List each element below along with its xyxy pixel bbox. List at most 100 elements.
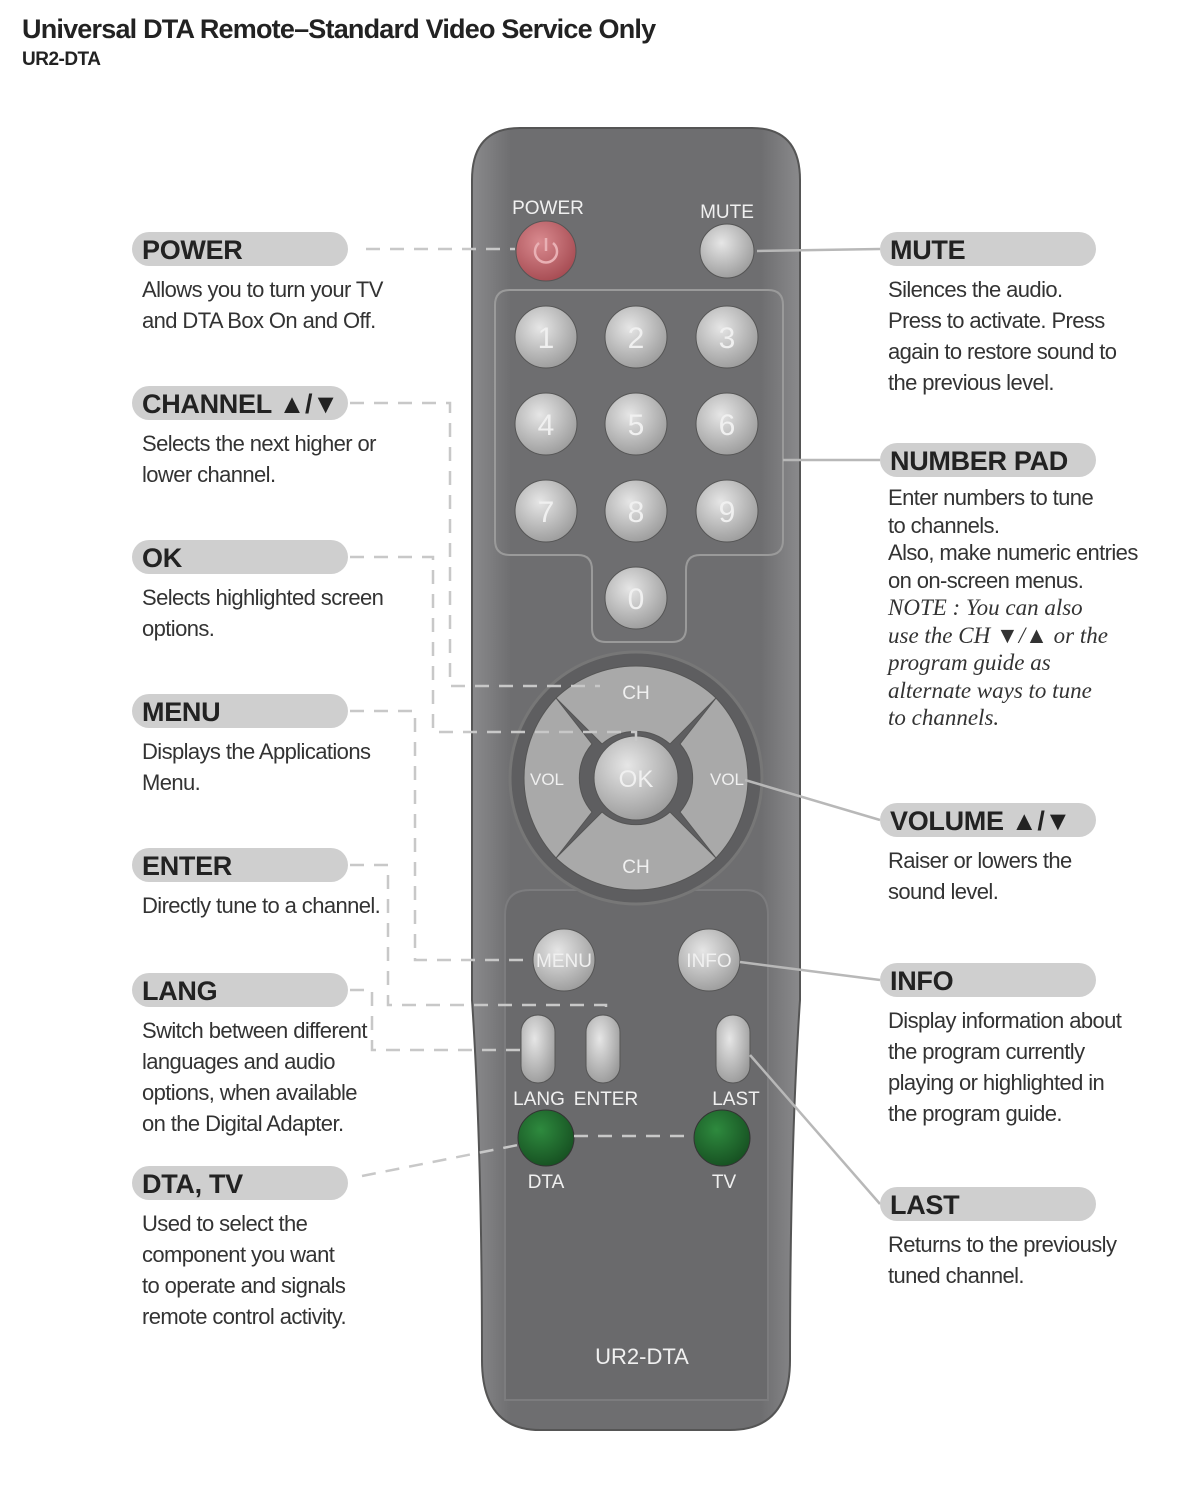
callout-ok: OK bbox=[132, 540, 348, 574]
callout-title: NUMBER PAD bbox=[890, 446, 1068, 476]
leader-volume bbox=[744, 778, 881, 822]
callout-title: LAST bbox=[890, 1190, 960, 1220]
callout-mute: MUTE bbox=[880, 232, 1096, 266]
lower-panel bbox=[504, 889, 769, 1401]
callout-desc: Selects highlighted screen options. bbox=[142, 585, 384, 641]
digit-label: 7 bbox=[538, 496, 555, 529]
dta-label: DTA bbox=[528, 1172, 565, 1193]
leader-menu bbox=[350, 709, 533, 962]
last-label: LAST bbox=[712, 1089, 760, 1110]
dashed-leaders bbox=[350, 247, 694, 1178]
info-button[interactable] bbox=[677, 928, 741, 992]
leader-ok bbox=[350, 555, 638, 742]
callout-desc: Allows you to turn your TV and DTA Box O… bbox=[142, 277, 383, 333]
callout-title: MENU bbox=[142, 697, 221, 727]
callout-desc: Displays the Applications Menu. bbox=[142, 739, 371, 795]
enter-button[interactable] bbox=[585, 1014, 621, 1084]
callout-menu: MENU bbox=[132, 694, 348, 728]
callout-dta-tv: DTA, TV bbox=[132, 1166, 348, 1200]
digit-5-button[interactable] bbox=[604, 392, 668, 456]
callout-title: OK bbox=[142, 543, 182, 573]
power-label: POWER bbox=[512, 198, 584, 219]
digit-label: 2 bbox=[628, 322, 645, 355]
model-subtitle: UR2-DTA bbox=[22, 49, 101, 70]
callout-title: ENTER bbox=[142, 851, 233, 881]
digit-2-button[interactable] bbox=[604, 305, 668, 369]
tv-button[interactable] bbox=[693, 1109, 751, 1167]
ch-down-button[interactable] bbox=[555, 811, 717, 891]
lang-button[interactable] bbox=[520, 1014, 556, 1084]
ok-label: OK bbox=[619, 766, 654, 793]
callout-title: VOLUME ▲/▼ bbox=[890, 806, 1071, 836]
power-icon bbox=[533, 238, 559, 264]
leader-info bbox=[739, 960, 881, 982]
digit-3-button[interactable] bbox=[695, 305, 759, 369]
callout-power: POWER bbox=[132, 232, 348, 266]
digit-label: 3 bbox=[719, 322, 736, 355]
mute-button[interactable] bbox=[699, 223, 755, 279]
callout-desc: Enter numbers to tune to channels. Also,… bbox=[888, 485, 1138, 593]
vol-up-label: VOL bbox=[710, 770, 744, 789]
callout-desc: Raiser or lowers the sound level. bbox=[888, 848, 1072, 904]
leader-last bbox=[749, 1054, 881, 1205]
callout-enter: ENTER bbox=[132, 848, 348, 882]
dta-button[interactable] bbox=[517, 1109, 575, 1167]
digit-label: 8 bbox=[628, 496, 645, 529]
ch-up-label: CH bbox=[622, 683, 649, 704]
callout-desc: Directly tune to a channel. bbox=[142, 893, 381, 918]
mute-label: MUTE bbox=[700, 202, 754, 223]
menu-label: MENU bbox=[536, 951, 592, 972]
digit-1-button[interactable] bbox=[514, 305, 578, 369]
digit-0-button[interactable] bbox=[604, 566, 668, 630]
solid-leaders bbox=[739, 247, 881, 1205]
digit-label: 4 bbox=[538, 409, 555, 442]
callout-desc: Selects the next higher or lower channel… bbox=[142, 431, 376, 487]
leader-lang bbox=[350, 988, 521, 1052]
callout-desc: Used to select the component you want to… bbox=[142, 1211, 347, 1329]
callout-channel: CHANNEL ▲/▼ bbox=[132, 386, 348, 420]
callout-info: INFO bbox=[880, 963, 1096, 997]
callout-number-pad: NUMBER PAD bbox=[880, 443, 1096, 477]
callout-volume: VOLUME ▲/▼ bbox=[880, 803, 1096, 837]
callout-desc: Silences the audio. Press to activate. P… bbox=[888, 277, 1117, 395]
leader-enter bbox=[350, 863, 608, 1015]
callout-title: LANG bbox=[142, 976, 218, 1006]
digit-label: 5 bbox=[628, 409, 645, 442]
last-button[interactable] bbox=[715, 1014, 751, 1084]
callout-desc: Display information about the program cu… bbox=[888, 1008, 1122, 1126]
digit-8-button[interactable] bbox=[604, 479, 668, 543]
info-label: INFO bbox=[686, 951, 731, 972]
digit-label: 1 bbox=[538, 322, 555, 355]
remote-model-label: UR2-DTA bbox=[595, 1344, 689, 1369]
digit-label: 6 bbox=[719, 409, 736, 442]
menu-button[interactable] bbox=[532, 928, 596, 992]
callout-lang: LANG bbox=[132, 973, 348, 1007]
callout-title: MUTE bbox=[890, 235, 966, 265]
ch-down-label: CH bbox=[622, 857, 649, 878]
vol-down-label: VOL bbox=[530, 770, 564, 789]
callout-desc: Returns to the previously tuned channel. bbox=[888, 1232, 1117, 1288]
callout-desc: Switch between different languages and a… bbox=[142, 1018, 368, 1136]
callout-last: LAST bbox=[880, 1187, 1096, 1221]
digit-4-button[interactable] bbox=[514, 392, 578, 456]
number-pad-frame bbox=[494, 289, 784, 643]
tv-label: TV bbox=[712, 1172, 737, 1193]
enter-label: ENTER bbox=[574, 1089, 638, 1110]
leader-dta bbox=[361, 1143, 519, 1178]
callout-title: INFO bbox=[890, 966, 954, 996]
leader-channel bbox=[350, 401, 600, 688]
callout-title: CHANNEL ▲/▼ bbox=[142, 389, 339, 419]
callout-note: NOTE : You can also use the CH ▼/▲ or th… bbox=[888, 595, 1108, 730]
vol-up-button[interactable] bbox=[679, 697, 749, 859]
digit-label: 9 bbox=[719, 496, 736, 529]
lang-label: LANG bbox=[513, 1089, 565, 1110]
vol-down-button[interactable] bbox=[523, 697, 593, 859]
callout-title: DTA, TV bbox=[142, 1169, 243, 1199]
leader-mute bbox=[756, 247, 881, 253]
digit-6-button[interactable] bbox=[695, 392, 759, 456]
digit-7-button[interactable] bbox=[514, 479, 578, 543]
digit-9-button[interactable] bbox=[695, 479, 759, 543]
digit-label: 0 bbox=[628, 583, 645, 616]
callout-title: POWER bbox=[142, 235, 243, 265]
